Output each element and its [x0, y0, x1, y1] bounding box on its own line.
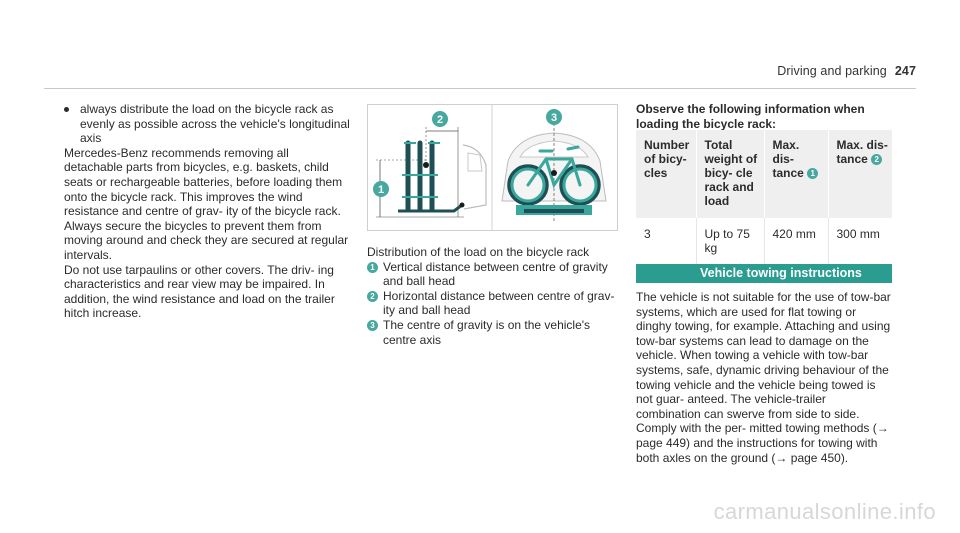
bullet-item: always distribute the load on the bicycl…	[64, 102, 350, 146]
table-header: Max. dis- tance 1	[764, 130, 829, 218]
table-header: Total weight of bicy- cle rack and load	[696, 130, 765, 218]
marker-icon: 3	[367, 319, 378, 331]
svg-text:2: 2	[437, 114, 443, 126]
marker-icon: 2	[871, 154, 883, 166]
section-title: Driving and parking	[777, 64, 887, 78]
page-header: Driving and parking 247	[777, 64, 916, 78]
caption-text: Horizontal distance between centre of gr…	[383, 288, 615, 318]
table-cell: 420 mm	[764, 218, 829, 265]
figure-caption: Distribution of the load on the bicycle …	[367, 245, 619, 347]
table-header: Max. dis- tance 2	[828, 130, 892, 218]
marker-2-icon: 2	[432, 111, 448, 127]
paragraph: The vehicle is not suitable for the use …	[636, 290, 891, 465]
table-cell: 3	[636, 218, 697, 265]
table-header-row: Number of bicy- cles Total weight of bic…	[636, 130, 892, 218]
marker-1-icon: 1	[373, 181, 389, 197]
svg-text:1: 1	[378, 184, 384, 196]
marker-icon: 1	[807, 168, 819, 180]
paragraph: Do not use tarpaulins or other covers. T…	[64, 262, 335, 321]
load-spec-table: Number of bicy- cles Total weight of bic…	[636, 130, 892, 265]
bullet-text: always distribute the load on the bicycl…	[80, 102, 350, 146]
lead-text: Observe the following information when l…	[636, 102, 865, 131]
caption-title: Distribution of the load on the bicycle …	[367, 245, 590, 259]
caption-text: The centre of gravity is on the vehicle'…	[383, 317, 591, 347]
caption-text: Vertical distance between centre of grav…	[383, 259, 608, 289]
bullet-dot-icon	[64, 107, 69, 112]
svg-text:3: 3	[551, 112, 557, 124]
header-divider	[44, 88, 916, 89]
table-cell: Up to 75 kg	[696, 218, 765, 265]
bicycle-rack-diagram: 1 2 3	[373, 105, 607, 230]
caption-item: 3 The centre of gravity is on the vehicl…	[367, 318, 619, 347]
bicycle-rack-illustration: 1 2 3	[367, 104, 618, 231]
paragraph: Always secure the bicycles to prevent th…	[64, 218, 349, 262]
left-column: always distribute the load on the bicycl…	[64, 102, 350, 321]
marker-icon: 2	[367, 290, 378, 302]
watermark: carmanualsonline.info	[713, 499, 936, 524]
marker-3-icon: 3	[546, 109, 562, 125]
table-row: 3 Up to 75 kg 420 mm 300 mm	[636, 218, 892, 265]
marker-icon: 1	[367, 261, 378, 273]
towing-instructions: The vehicle is not suitable for the use …	[636, 290, 892, 465]
caption-item: 1 Vertical distance between centre of gr…	[367, 260, 619, 289]
paragraph: Mercedes-Benz recommends removing all de…	[64, 145, 343, 219]
table-cell: 300 mm	[828, 218, 892, 265]
page-number: 247	[894, 64, 916, 78]
section-heading: Vehicle towing instructions	[636, 264, 892, 283]
table-header: Number of bicy- cles	[636, 130, 697, 218]
caption-item: 2 Horizontal distance between centre of …	[367, 289, 619, 318]
right-column-lead: Observe the following information when l…	[636, 102, 892, 131]
